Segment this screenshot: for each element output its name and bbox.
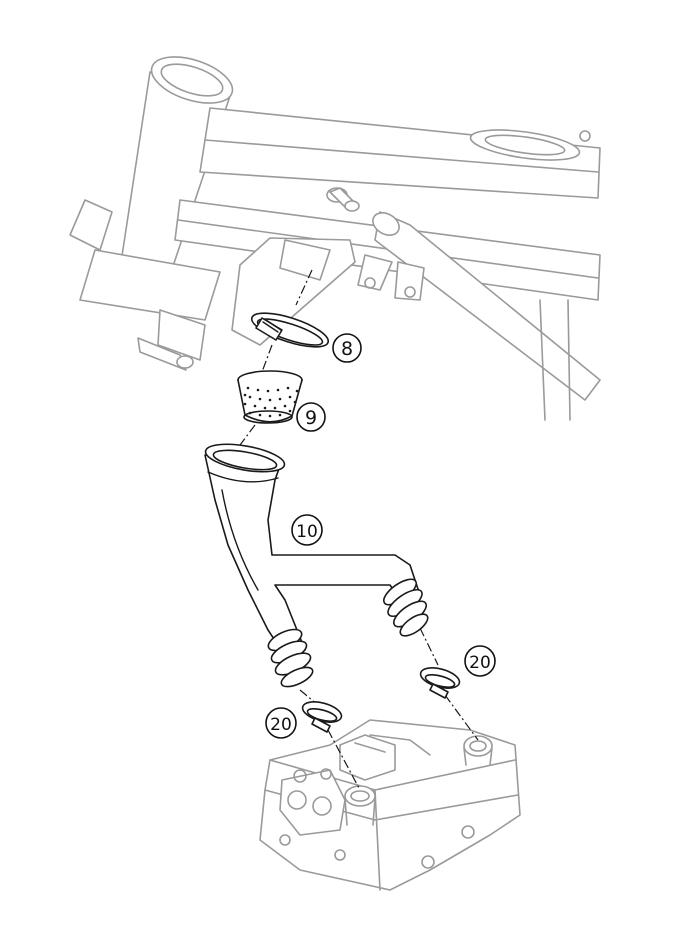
callout-20-right-label: 20 xyxy=(469,653,491,673)
part-20-clamp-right xyxy=(419,667,461,699)
callout-9: 9 xyxy=(296,402,326,432)
callout-20-right: 20 xyxy=(464,645,496,677)
callout-10: 10 xyxy=(291,514,323,546)
part-20-clamp-left xyxy=(301,701,343,733)
callout-10-label: 10 xyxy=(296,522,318,542)
callout-20-left-label: 20 xyxy=(270,715,292,735)
callout-8-label: 8 xyxy=(341,338,353,360)
part-9-screen-filter xyxy=(237,370,303,424)
cylinder-head-ghost xyxy=(259,719,521,891)
part-8-hose-clamp xyxy=(250,312,330,348)
part-10-intake-boot xyxy=(204,443,429,688)
callout-8: 8 xyxy=(332,333,362,363)
frame-ghost xyxy=(69,56,601,421)
callout-20-left: 20 xyxy=(265,707,297,739)
callout-9-label: 9 xyxy=(305,407,317,429)
